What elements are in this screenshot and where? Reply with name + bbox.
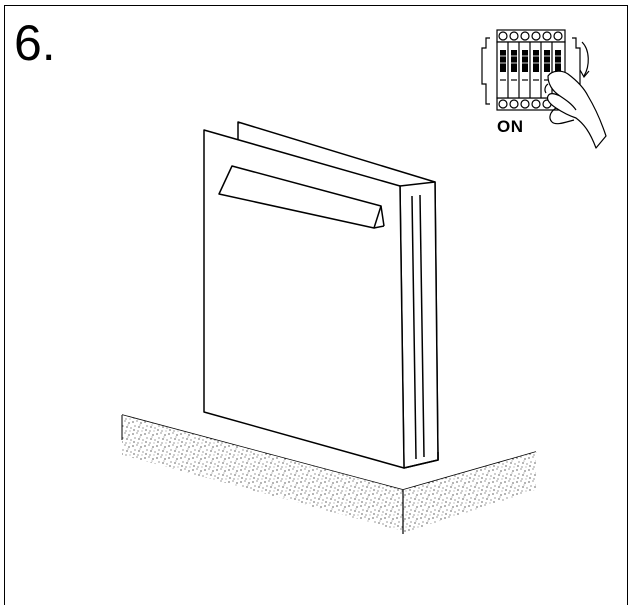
hand-icon bbox=[544, 70, 607, 149]
instruction-panel bbox=[4, 5, 628, 605]
installation-illustration bbox=[121, 29, 607, 534]
breaker-on-label: ON bbox=[497, 117, 524, 136]
floor-cutaway bbox=[121, 414, 537, 534]
step-number: 6. bbox=[14, 15, 56, 71]
circuit-breaker-icon bbox=[481, 29, 590, 111]
dishwasher-door-icon bbox=[203, 121, 439, 469]
